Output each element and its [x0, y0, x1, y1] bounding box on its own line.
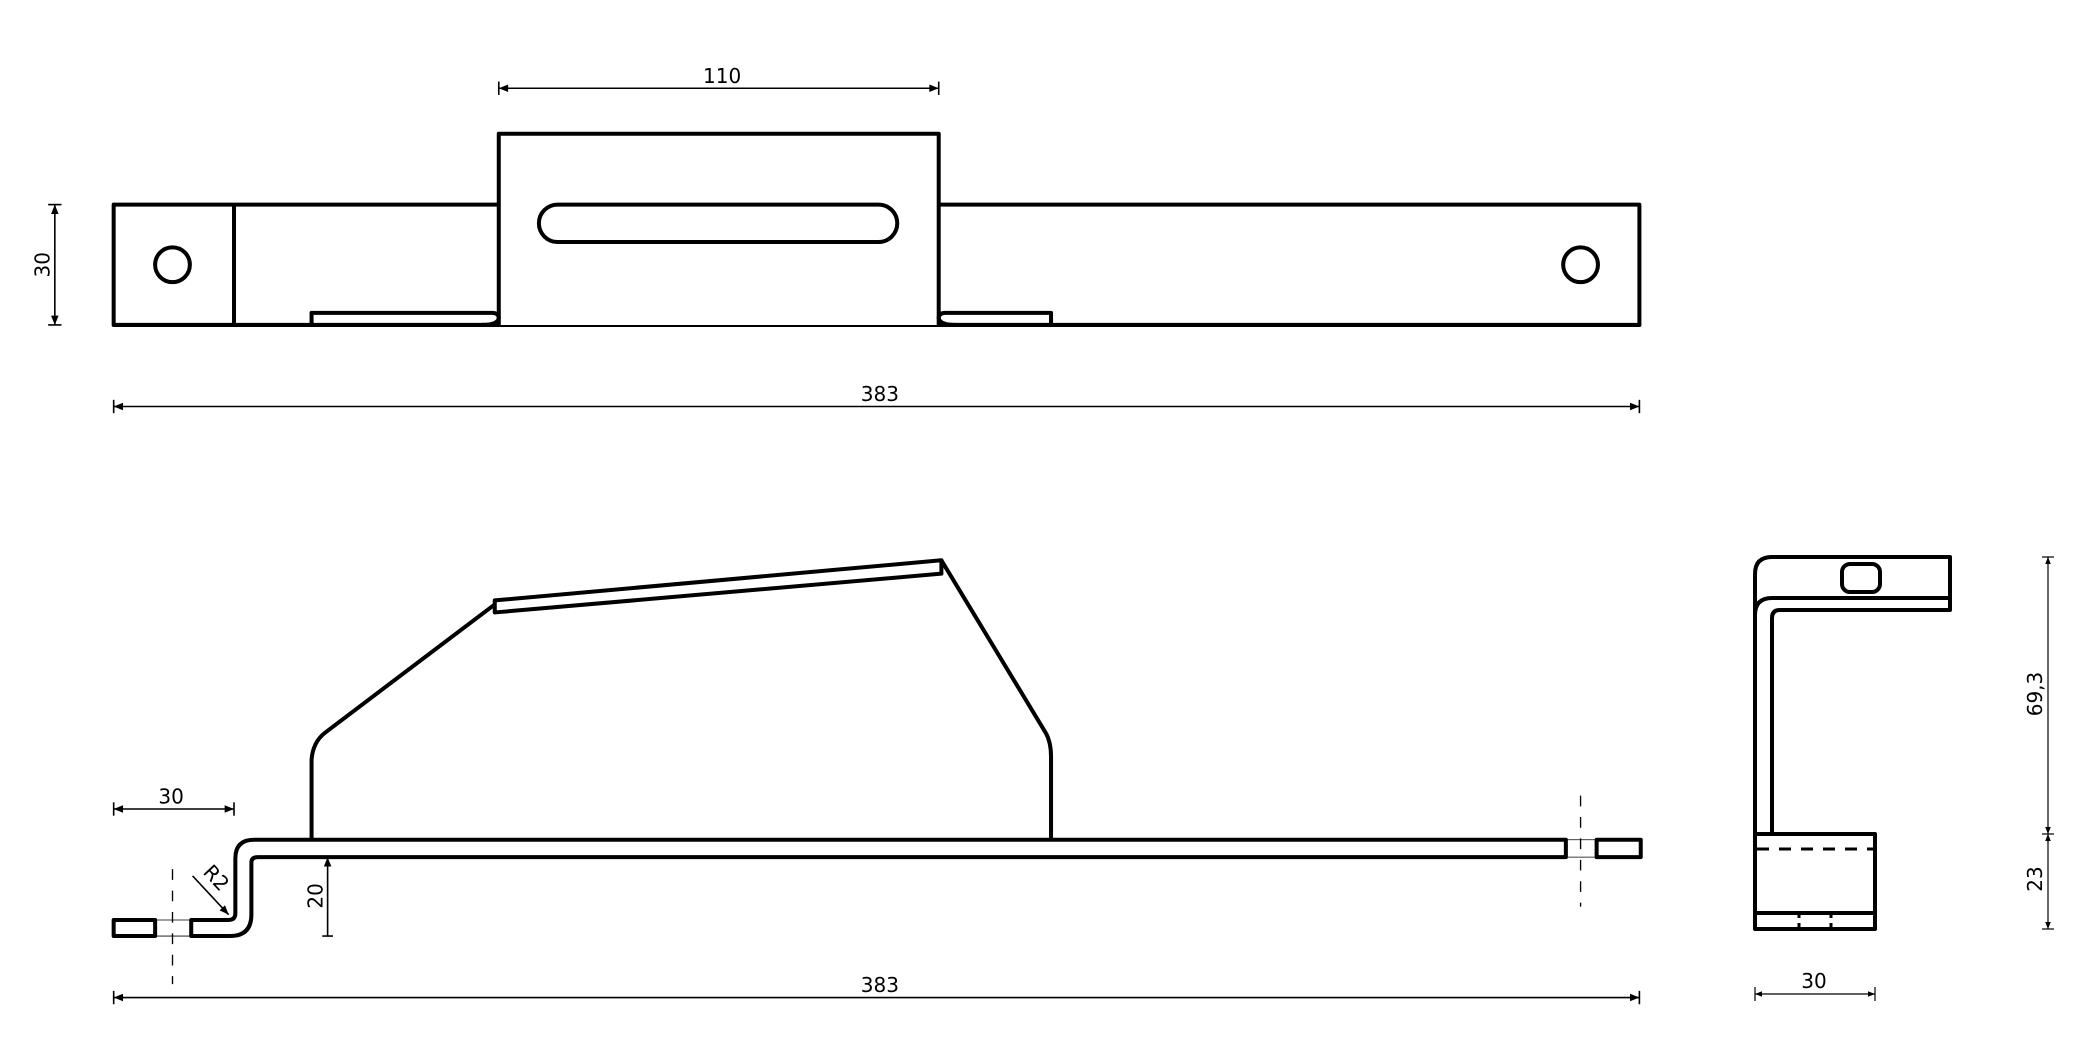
dim-upper-height: 69,3 — [2023, 556, 2054, 835]
dim-step: 20 — [303, 857, 333, 937]
side-top-plate — [492, 558, 944, 615]
end-bracket-outline — [1753, 555, 1952, 834]
dim-label: 30 — [30, 252, 54, 278]
dim-tab-width: 110 — [497, 64, 940, 95]
side-left-edge — [309, 602, 496, 840]
dim-label: 23 — [2023, 866, 2047, 891]
dim-height: 30 — [30, 203, 62, 326]
dim-length: 383 — [112, 973, 1641, 1005]
dim-radius: R2 — [191, 860, 235, 916]
dim-label: 383 — [861, 973, 899, 997]
dim-label: 30 — [1801, 969, 1826, 993]
dim-width: 30 — [1754, 969, 1876, 1001]
left-flange — [309, 310, 501, 327]
side-right-end — [1594, 837, 1643, 860]
end-view-hole — [1840, 562, 1882, 594]
adjustment-slot — [536, 202, 900, 245]
side-right-edge — [939, 559, 1054, 840]
end-base-block — [1753, 832, 1877, 931]
dim-offset: 30 — [112, 785, 235, 816]
top-view: 110 30 383 — [30, 64, 1642, 414]
end-bracket-inner-line — [1753, 596, 1950, 616]
right-flange — [936, 310, 1054, 327]
right-mounting-hole — [1561, 245, 1600, 285]
dim-label: 20 — [303, 883, 327, 909]
dim-label: R2 — [199, 860, 235, 896]
dim-label: 30 — [158, 785, 184, 809]
dim-lower-height: 23 — [2023, 834, 2054, 930]
dim-label: 110 — [703, 64, 741, 88]
side-left-end — [111, 917, 158, 939]
top-view-tab — [496, 131, 941, 325]
left-mounting-hole — [153, 245, 192, 285]
dim-label: 383 — [861, 382, 899, 406]
side-view: 30 R2 20 383 — [111, 558, 1643, 1005]
side-base-strip — [189, 837, 1568, 939]
dim-length: 383 — [112, 382, 1641, 414]
end-view: 69,3 23 30 — [1753, 555, 2054, 1001]
dim-label: 69,3 — [2023, 672, 2047, 717]
